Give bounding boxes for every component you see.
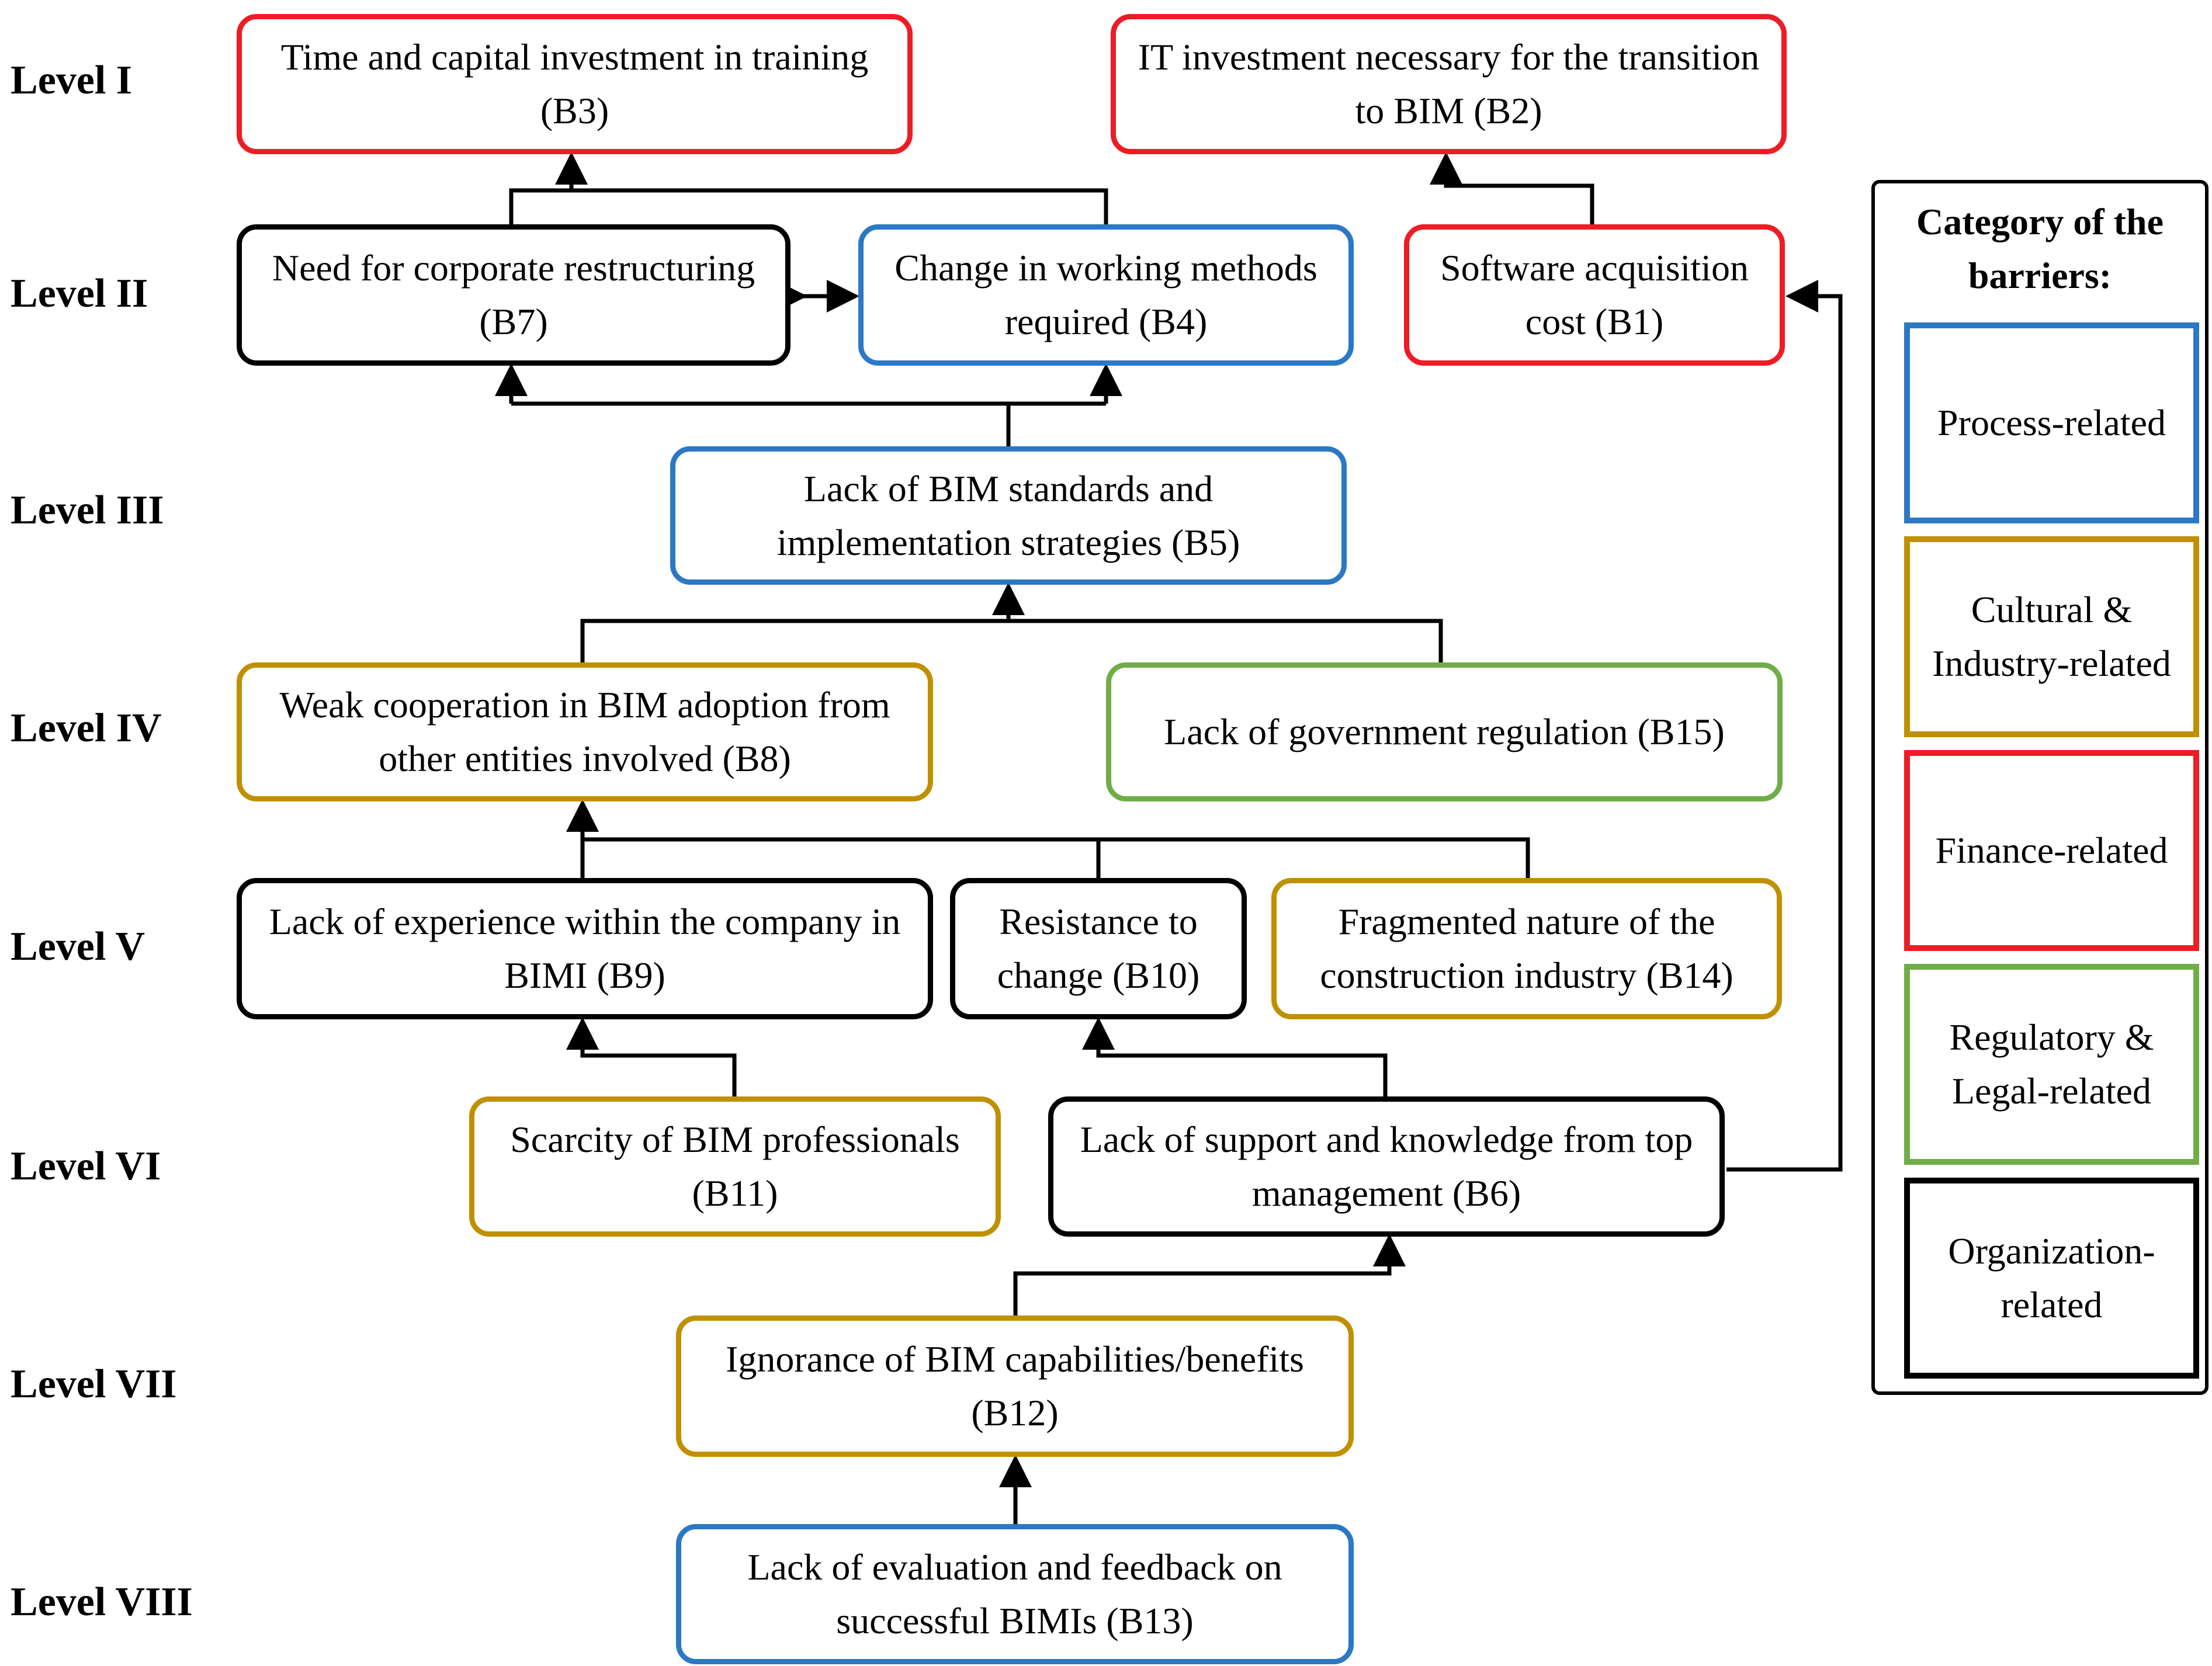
barrier-b5-label: Lack of BIM standards and implementation… — [776, 467, 1240, 563]
barrier-b13: Lack of evaluation and feedback on succe… — [676, 1524, 1354, 1664]
barrier-b12-label: Ignorance of BIM capabilities/benefits (… — [726, 1338, 1304, 1434]
barrier-b8: Weak cooperation in BIM adoption from ot… — [237, 662, 933, 801]
legend-finance: Finance-related — [1904, 750, 2199, 951]
arrow-b1-to-b2 — [1430, 152, 1594, 224]
barrier-b13-label: Lack of evaluation and feedback on succe… — [747, 1546, 1282, 1641]
level-label-7: Level VII — [11, 1362, 177, 1407]
legend-cultural: Cultural & Industry-related — [1904, 536, 2199, 737]
level-label-4: Level IV — [11, 706, 162, 751]
legend-cultural-label: Cultural & Industry-related — [1932, 589, 2171, 684]
barrier-b2: IT investment necessary for the transiti… — [1111, 14, 1787, 154]
legend-process-label: Process-related — [1937, 402, 2166, 443]
legend-process: Process-related — [1904, 322, 2199, 523]
barrier-b11: Scarcity of BIM professionals (B11) — [469, 1096, 1001, 1237]
level-label-6: Level VI — [11, 1144, 161, 1189]
barrier-b5: Lack of BIM standards and implementation… — [670, 446, 1347, 585]
barrier-b4-label: Change in working methods required (B4) — [894, 247, 1318, 342]
barrier-b6: Lack of support and knowledge from top m… — [1048, 1096, 1725, 1237]
arrow-b9-b10-b14-to-b8 — [580, 837, 1530, 878]
legend-finance-label: Finance-related — [1935, 829, 2168, 871]
barrier-b14: Fragmented nature of the construction in… — [1271, 878, 1782, 1019]
arrow-b12-to-b6 — [1013, 1234, 1406, 1316]
barrier-b2-label: IT investment necessary for the transiti… — [1138, 36, 1760, 131]
arrow-b7-b4-to-b3 — [509, 188, 1108, 224]
arrow-b6-to-b1 — [1726, 280, 1843, 1172]
level-label-8: Level VIII — [11, 1580, 193, 1625]
legend-regulatory-label: Regulatory & Legal-related — [1949, 1016, 2154, 1112]
level-label-1: Level I — [11, 58, 133, 103]
barrier-b3: Time and capital investment in training … — [237, 14, 913, 154]
barrier-b14-label: Fragmented nature of the construction in… — [1320, 901, 1733, 996]
arrow-b8-b15-to-b5 — [580, 619, 1443, 662]
barrier-b15-label: Lack of government regulation (B15) — [1164, 711, 1725, 752]
barrier-b12: Ignorance of BIM capabilities/benefits (… — [676, 1316, 1354, 1457]
barrier-b7-label: Need for corporate restructuring (B7) — [272, 247, 755, 342]
barrier-b8-label: Weak cooperation in BIM adoption from ot… — [279, 684, 890, 779]
arrow-b5-to-b7-b4 — [511, 401, 1106, 446]
barrier-b4: Change in working methods required (B4) — [858, 224, 1354, 366]
legend-organization: Organization-related — [1904, 1178, 2199, 1379]
level-label-5: Level V — [11, 924, 145, 969]
barrier-b9-label: Lack of experience within the company in… — [269, 901, 901, 996]
barrier-b1-label: Software acquisition cost (B1) — [1440, 247, 1749, 342]
legend: Category of the barriers: Process-relate… — [1871, 180, 2208, 1395]
legend-title: Category of the barriers: — [1916, 201, 2164, 296]
arrow-b6-to-b10 — [1082, 1017, 1388, 1096]
barrier-b1: Software acquisition cost (B1) — [1404, 224, 1785, 366]
barrier-b7: Need for corporate restructuring (B7) — [237, 224, 791, 366]
barrier-b15: Lack of government regulation (B15) — [1106, 662, 1783, 801]
barrier-b6-label: Lack of support and knowledge from top m… — [1080, 1119, 1693, 1214]
barrier-b11-label: Scarcity of BIM professionals (B11) — [510, 1119, 960, 1214]
legend-organization-label: Organization-related — [1948, 1230, 2155, 1325]
level-label-2: Level II — [11, 271, 148, 316]
legend-regulatory: Regulatory & Legal-related — [1904, 964, 2199, 1165]
level-label-3: Level III — [11, 488, 164, 533]
barrier-b3-label: Time and capital investment in training … — [280, 36, 869, 131]
barrier-b9: Lack of experience within the company in… — [237, 878, 933, 1019]
arrow-b11-to-b9 — [566, 1017, 737, 1096]
barrier-b10: Resistance to change (B10) — [950, 878, 1247, 1019]
barrier-b10-label: Resistance to change (B10) — [997, 901, 1200, 996]
